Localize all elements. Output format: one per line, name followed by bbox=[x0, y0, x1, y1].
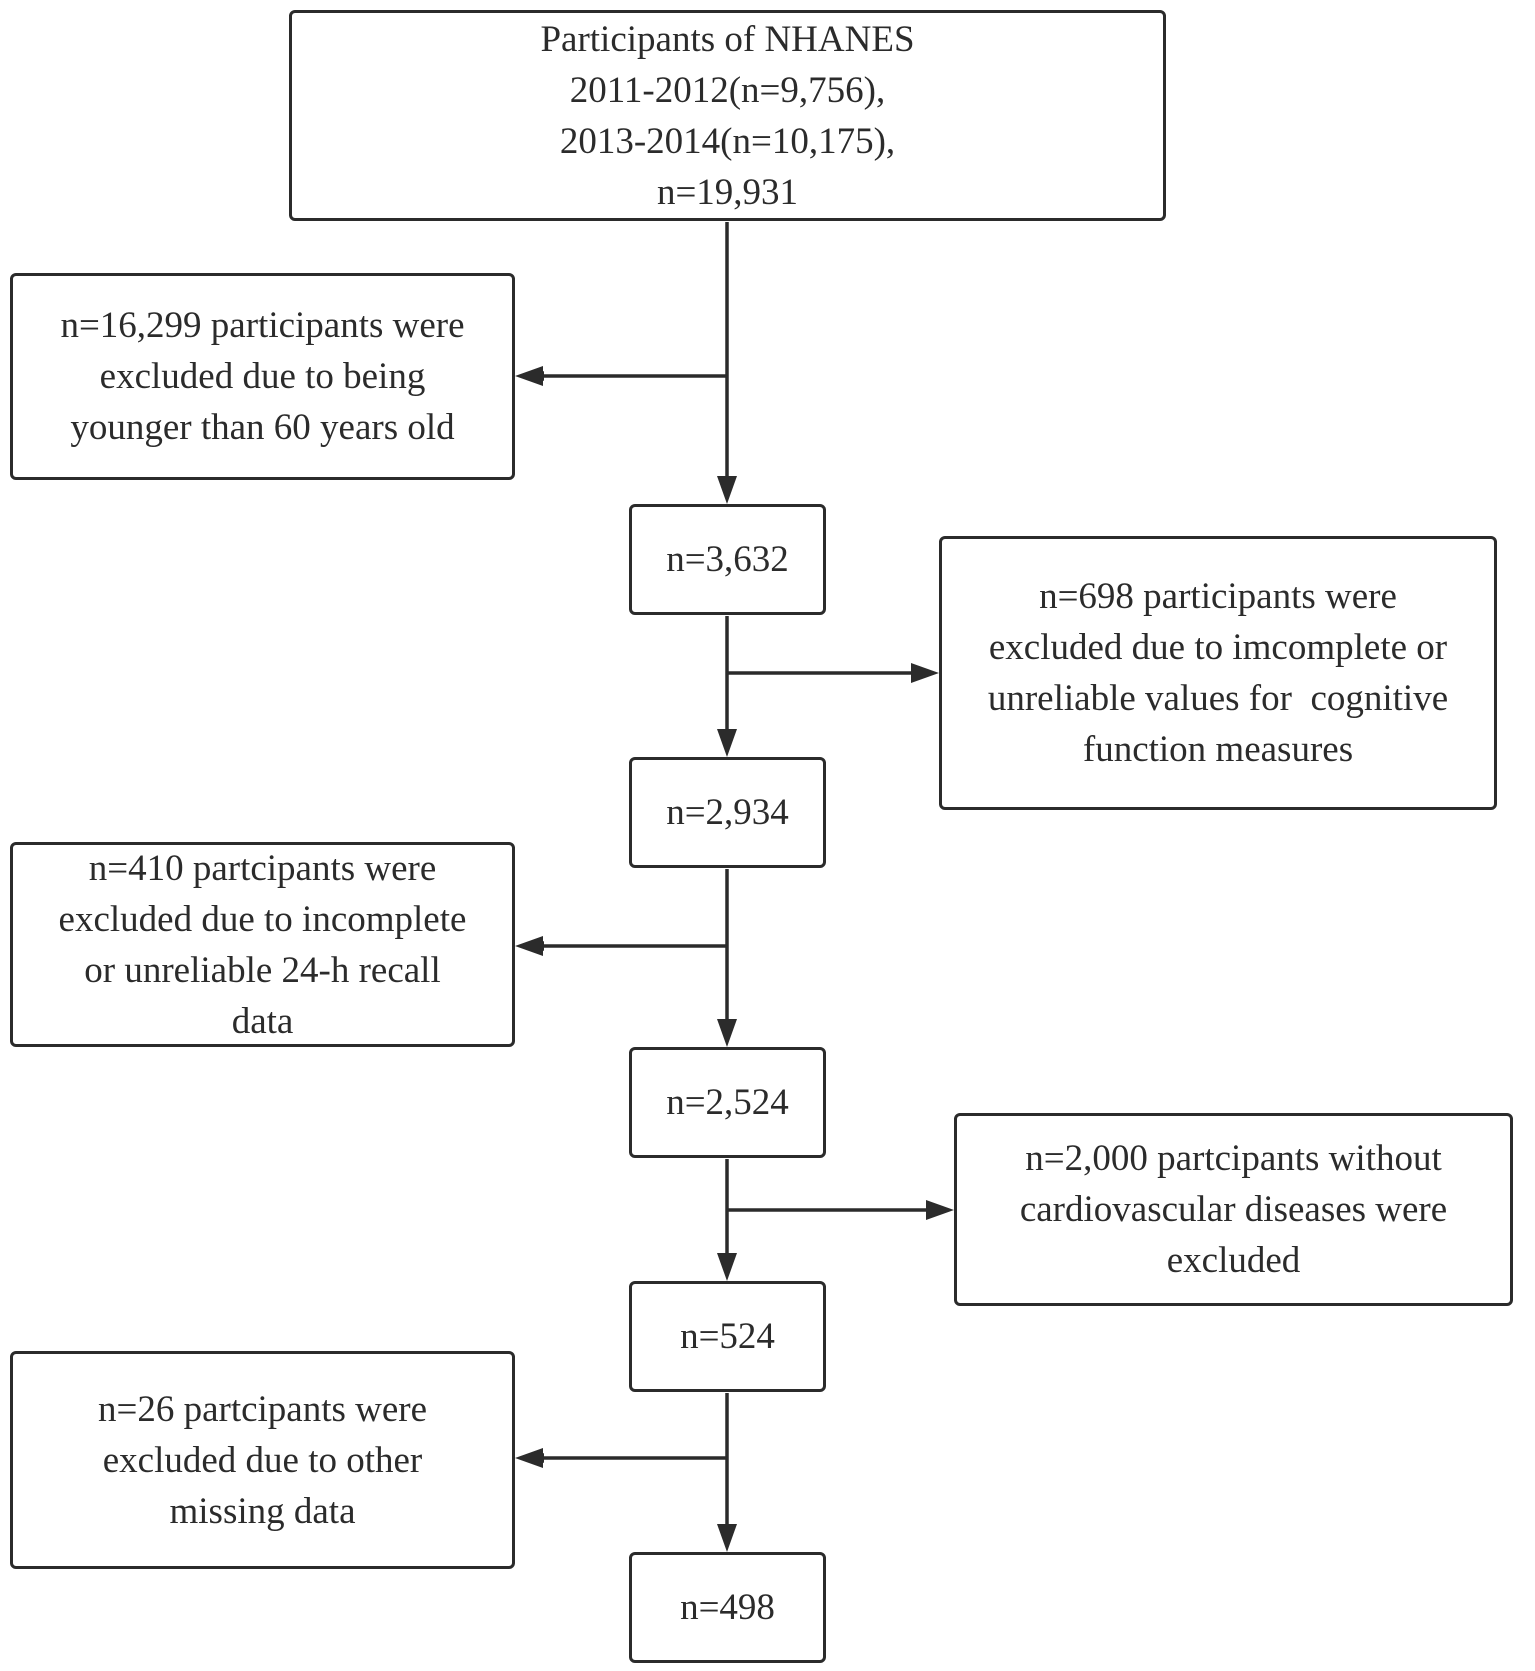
exclusion-5-line-2: excluded due to other bbox=[102, 1439, 423, 1481]
exclusion-3-line-3: or unreliable 24-h recall bbox=[84, 949, 441, 991]
count-box-2: n=2,934 bbox=[629, 757, 826, 868]
start-line-1: Participants of NHANES bbox=[540, 18, 915, 60]
count-4-label: n=524 bbox=[680, 1316, 775, 1357]
count-box-3: n=2,524 bbox=[629, 1047, 826, 1158]
start-line-2: 2011-2012(n=9,756), bbox=[569, 69, 886, 111]
exclusion-3-line-2: excluded due to incomplete bbox=[58, 898, 467, 940]
start-line-3: 2013-2014(n=10,175), bbox=[559, 120, 896, 162]
count-2-label: n=2,934 bbox=[666, 792, 789, 833]
exclusion-1-line-1: n=16,299 participants were bbox=[60, 305, 465, 346]
exclusion-4-line-3: excluded bbox=[1166, 1240, 1301, 1281]
exclusion-5-line-1: n=26 partcipants were bbox=[97, 1388, 428, 1430]
exclusion-2-line-4: function measures bbox=[1082, 729, 1354, 770]
exclusion-2-line-1: n=698 participants were bbox=[1039, 576, 1397, 617]
exclusion-5-line-3: missing data bbox=[169, 1490, 356, 1532]
count-box-1: n=3,632 bbox=[629, 504, 826, 615]
count-3-label: n=2,524 bbox=[666, 1082, 789, 1123]
exclusion-box-3: n=410 partcipants were excluded due to i… bbox=[10, 842, 515, 1047]
exclusion-box-1: n=16,299 participants were excluded due … bbox=[10, 273, 515, 480]
exclusion-box-4: n=2,000 partcipants without cardiovascul… bbox=[954, 1113, 1513, 1306]
count-box-5: n=498 bbox=[629, 1552, 826, 1663]
exclusion-3-line-1: n=410 partcipants were bbox=[88, 847, 437, 889]
exclusion-4-line-1: n=2,000 partcipants without bbox=[1025, 1138, 1442, 1179]
exclusion-1-line-2: excluded due to being bbox=[99, 356, 426, 397]
exclusion-2-line-3: unreliable values for cognitive bbox=[987, 678, 1449, 719]
count-box-4: n=524 bbox=[629, 1281, 826, 1392]
start-box: Participants of NHANES 2011-2012(n=9,756… bbox=[289, 10, 1166, 221]
count-1-label: n=3,632 bbox=[666, 539, 789, 580]
count-5-label: n=498 bbox=[680, 1587, 775, 1628]
exclusion-1-line-3: younger than 60 years old bbox=[70, 407, 455, 448]
exclusion-box-2: n=698 participants were excluded due to … bbox=[939, 536, 1497, 810]
exclusion-2-line-2: excluded due to imcomplete or bbox=[988, 627, 1448, 668]
exclusion-3-line-4: data bbox=[231, 1000, 294, 1042]
exclusion-box-5: n=26 partcipants were excluded due to ot… bbox=[10, 1351, 515, 1569]
exclusion-4-line-2: cardiovascular diseases were bbox=[1019, 1189, 1448, 1230]
start-line-4: n=19,931 bbox=[656, 171, 799, 213]
